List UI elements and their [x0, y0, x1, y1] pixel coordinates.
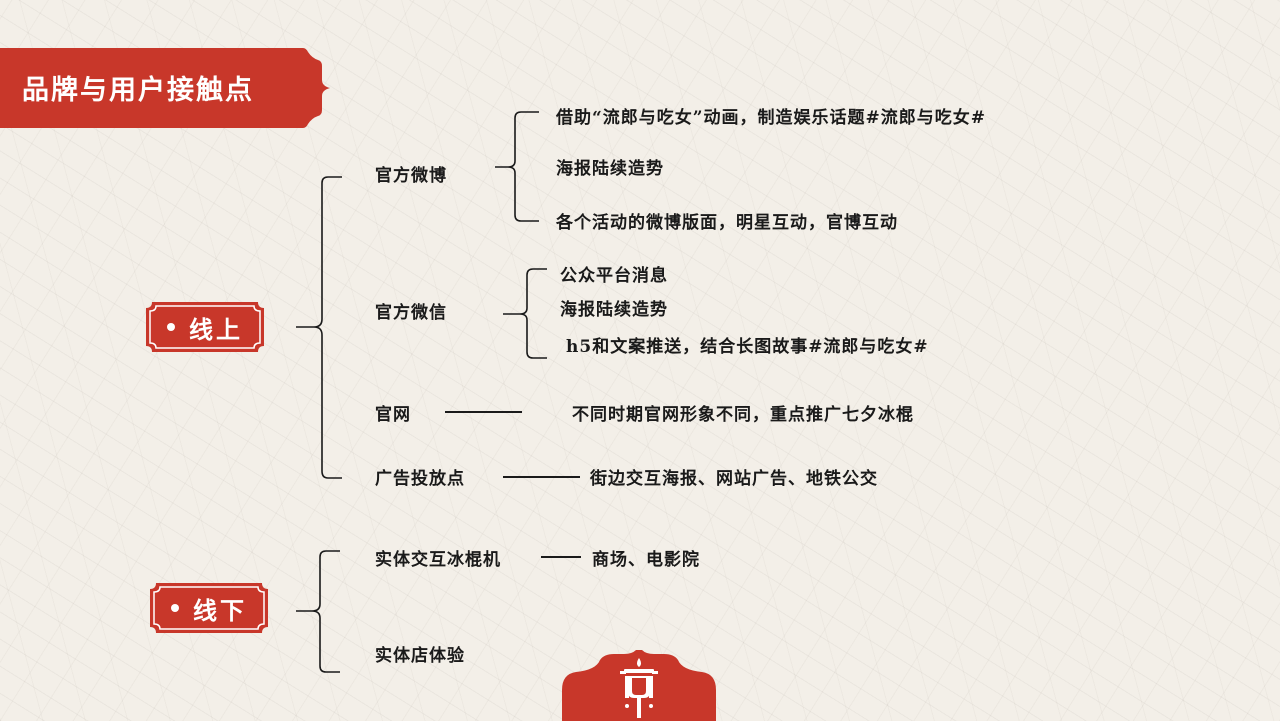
weibo-brace — [495, 111, 539, 222]
page-title: 品牌与用户接触点 — [22, 75, 254, 106]
weixin-item: 公众平台消息 — [560, 266, 668, 286]
channel-website: 官网 — [375, 405, 411, 425]
offline-brace — [296, 550, 340, 673]
weixin-brace — [503, 268, 547, 359]
vending-detail: 商场、电影院 — [592, 550, 700, 570]
channel-weixin: 官方微信 — [375, 303, 447, 323]
bullet-icon — [167, 323, 175, 331]
channel-weibo: 官方微博 — [375, 166, 447, 186]
weixin-item: h5和文案推送，结合长图故事#流郎与吃女# — [566, 337, 929, 357]
weibo-item: 海报陆续造势 — [556, 159, 664, 179]
weixin-item: 海报陆续造势 — [560, 300, 668, 320]
connector-line — [445, 411, 522, 413]
online-badge-label: 线上 — [189, 314, 243, 344]
channel-ads: 广告投放点 — [375, 469, 465, 489]
website-detail: 不同时期官网形象不同，重点推广七夕冰棍 — [572, 405, 914, 425]
channel-vending-machine: 实体交互冰棍机 — [375, 550, 501, 570]
offline-badge: 线下 — [148, 581, 270, 635]
online-brace — [296, 176, 342, 479]
title-banner — [0, 48, 330, 128]
channel-store: 实体店体验 — [375, 646, 465, 666]
offline-badge-label: 线下 — [193, 595, 247, 625]
online-badge: 线上 — [144, 300, 266, 354]
connector-line — [503, 476, 580, 478]
weibo-item: 借助“流郎与吃女”动画，制造娱乐话题#流郎与吃女# — [556, 108, 987, 128]
bullet-icon — [171, 604, 179, 612]
connector-line — [541, 556, 581, 558]
lantern-logo-icon — [562, 650, 716, 721]
weibo-item: 各个活动的微博版面，明星互动，官博互动 — [556, 213, 898, 233]
ads-detail: 街边交互海报、网站广告、地铁公交 — [590, 469, 878, 489]
